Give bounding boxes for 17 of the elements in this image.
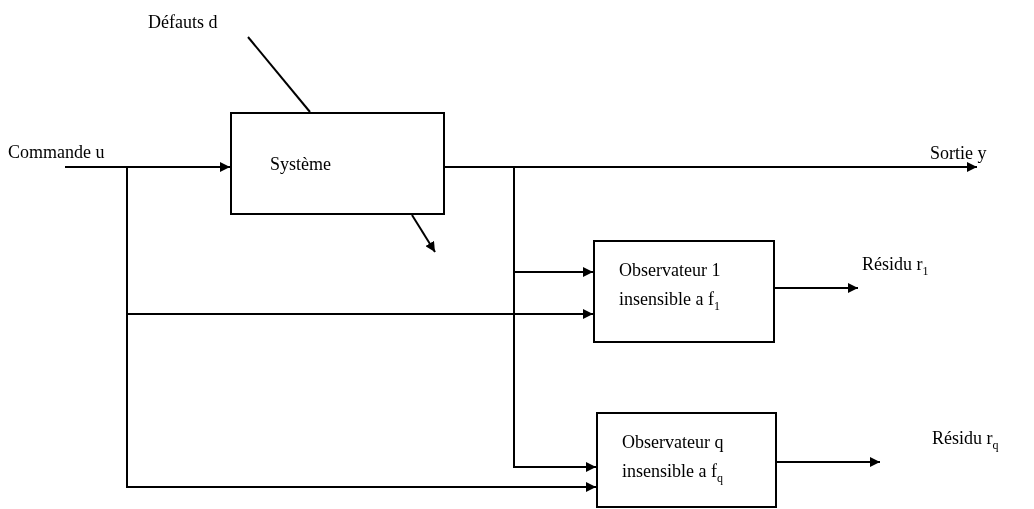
block-label: Observateur q insensible a f$_{q}$	[622, 431, 725, 487]
process-box	[596, 412, 777, 508]
process-box	[593, 240, 775, 343]
block-label: Système	[270, 153, 331, 176]
arrow	[774, 283, 859, 293]
signal-label: Défauts d	[148, 11, 218, 34]
signal-label: Résidu r$_{1}$	[862, 253, 929, 280]
signal-line	[247, 36, 311, 113]
signal-label: Sortie y	[930, 142, 987, 165]
block-label: Observateur 1 insensible a f$_{1}$	[619, 259, 722, 315]
arrow	[776, 457, 881, 467]
arrow	[64, 166, 597, 492]
arrow	[411, 214, 436, 253]
process-box	[230, 112, 445, 215]
signal-label: Résidu r$_{q}$	[932, 427, 999, 454]
arrow	[444, 166, 597, 472]
signal-label: Commande u	[8, 141, 105, 164]
